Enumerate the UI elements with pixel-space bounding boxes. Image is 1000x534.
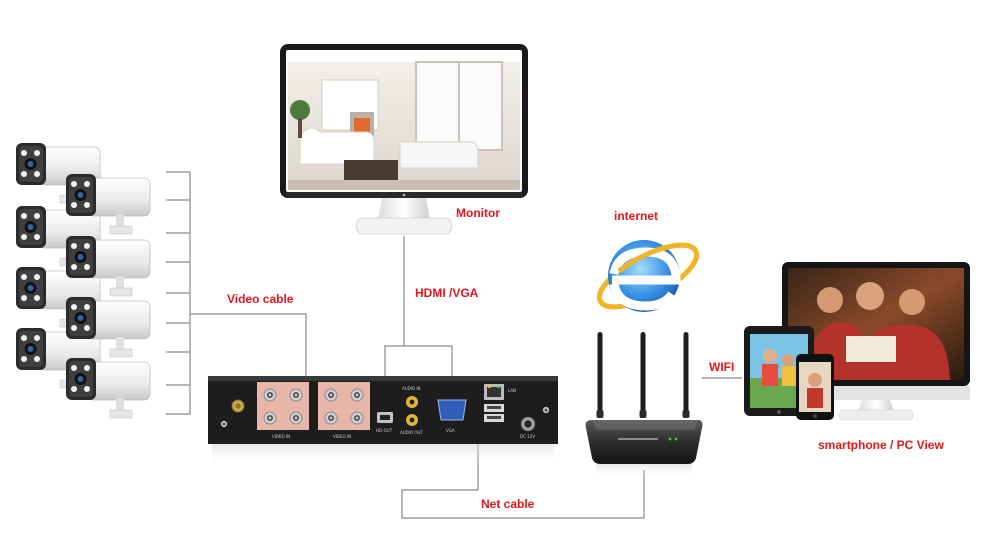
- smartphone-pc-view-label: smartphone / PC View: [818, 438, 944, 452]
- dvr-label-video-in-2: VIDEO IN: [333, 434, 351, 439]
- bnc-panel-a: [257, 382, 309, 430]
- monitor-label: Monitor: [456, 206, 500, 220]
- dvr-label-video-in-1: VIDEO IN: [272, 434, 290, 439]
- wifi-router-icon: [586, 332, 703, 478]
- wifi-label: WIFI: [709, 360, 734, 374]
- video-cable-label: Video cable: [227, 292, 293, 306]
- dvr-recorder-icon: VIDEO IN VIDEO IN HD-OUT AUDIO IN AUDIO …: [208, 376, 558, 466]
- dvr-label-hd-out: HD-OUT: [376, 428, 393, 433]
- bnc-panel-b: [318, 382, 370, 430]
- dvr-label-dc: DC 12V: [520, 434, 535, 439]
- dvr-label-vga: VGA: [446, 428, 455, 433]
- net-cable-label: Net cable: [481, 497, 534, 511]
- dvr-label-audio-in: AUDIO IN: [402, 386, 421, 391]
- smartphone-icon: [796, 354, 834, 420]
- dvr-label-lan: LAN: [508, 388, 516, 393]
- hdmi-vga-label: HDMI /VGA: [415, 286, 478, 300]
- cctv-camera-icon: [66, 358, 150, 418]
- internet-label: internet: [614, 209, 658, 223]
- vga-port: [438, 400, 466, 420]
- internet-explorer-icon: [591, 233, 705, 319]
- hdmi-vga-line: [385, 236, 452, 400]
- cctv-cameras: [16, 143, 150, 418]
- dvr-label-audio-out: AUDIO OUT: [400, 430, 423, 435]
